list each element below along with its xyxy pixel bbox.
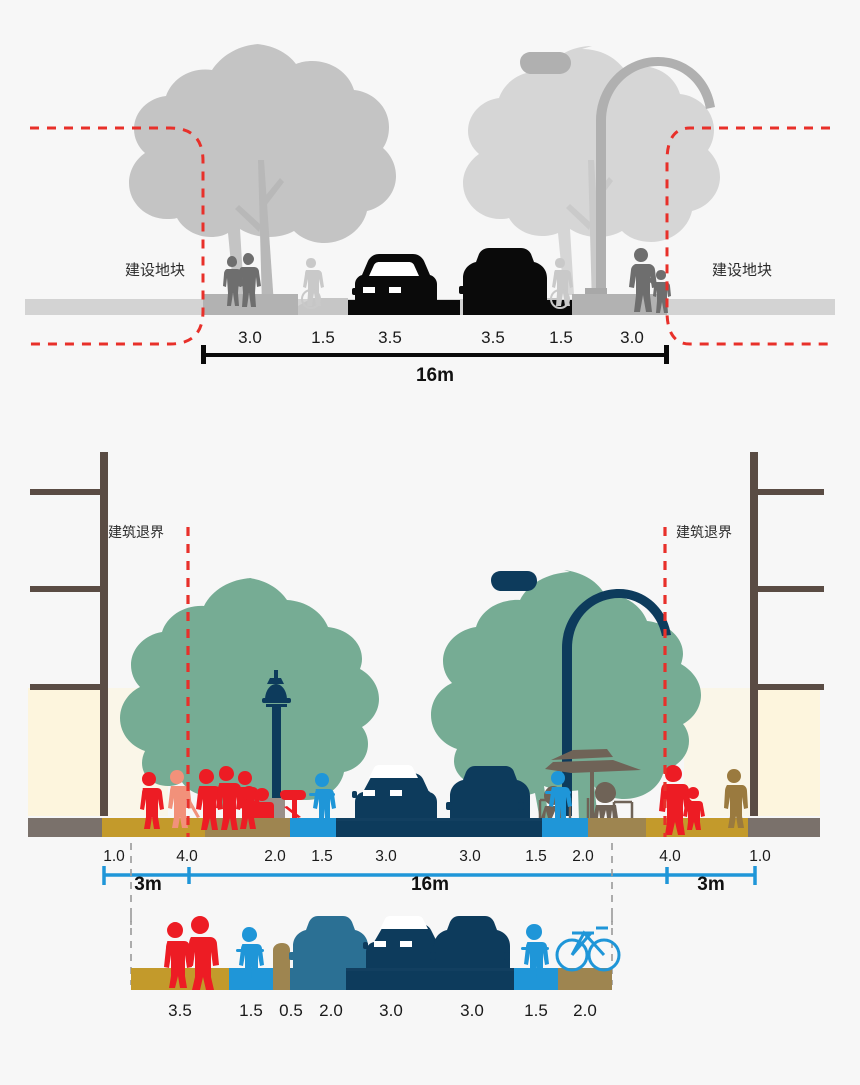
top-label-right-plot: 建设地块 (712, 261, 772, 279)
top-dim-label-0: 3.0 (238, 328, 262, 347)
top-section: 3.0 1.5 3.5 3.5 1.5 3.0 16m 建设地块 建设地块 (25, 44, 835, 386)
bottom-span-right-label: 3m (697, 874, 724, 895)
bottom-dim-label-5: 3.0 (459, 848, 481, 865)
top-cyclist-right (550, 258, 573, 309)
bottom-seated-people (242, 786, 306, 818)
bottom-car-right (446, 766, 530, 818)
top-label-left-plot: 建设地块 (125, 261, 185, 279)
band-traffic-right (439, 818, 542, 837)
bottom-label-left-setback: 建筑退界 (108, 525, 164, 541)
bottom-dim-label-7: 2.0 (572, 848, 594, 865)
top-cyclist-left (301, 258, 324, 309)
bottom-section: 建筑退界 建筑退界 1.0 4.0 2.0 1.5 3.0 3.0 1.5 2.… (28, 452, 824, 925)
top-roadway-right (463, 300, 572, 315)
detail-cyclist-left (236, 927, 264, 988)
detail-dim-label-6: 1.5 (524, 1001, 548, 1020)
bottom-dim-label-2: 2.0 (264, 848, 286, 865)
detail-dimension-labels: 3.5 1.5 0.5 2.0 3.0 3.0 1.5 2.0 (168, 1001, 597, 1020)
top-roadway-left (348, 300, 460, 315)
band-bikelane-right (542, 818, 588, 837)
band-furnishing-left (205, 818, 290, 837)
detail-bicycle-icon (555, 926, 621, 972)
detail-dim-label-7: 2.0 (573, 1001, 597, 1020)
bottom-dim-label-3: 1.5 (311, 848, 333, 865)
band-setback-left (28, 818, 102, 837)
bottom-span-left-label: 3m (134, 874, 161, 895)
building-left-fill (28, 688, 106, 816)
top-car-right (459, 248, 547, 300)
top-sidewalk-left (203, 294, 298, 315)
detail-dim-label-2: 0.5 (279, 1001, 303, 1020)
top-tree-right (463, 46, 720, 305)
top-dim-label-5: 3.0 (620, 328, 644, 347)
bottom-pedestrian-group-right (659, 765, 705, 835)
band-bikelane-left (290, 818, 336, 837)
band-sidewalk-left (102, 818, 205, 837)
building-frame-right (750, 452, 824, 816)
detail-dim-label-4: 3.0 (379, 1001, 403, 1020)
building-frame-left (30, 452, 108, 816)
building-right-fill (752, 688, 820, 816)
detail-dim-label-3: 2.0 (319, 1001, 343, 1020)
detail-dim-label-0: 3.5 (168, 1001, 192, 1020)
bottom-dim-label-0: 1.0 (103, 848, 125, 865)
top-dim-label-4: 1.5 (549, 328, 573, 347)
bottom-dim-label-8: 4.0 (659, 848, 681, 865)
top-setback-dashed-line (30, 126, 830, 346)
band-traffic-left (336, 818, 439, 837)
bottom-lamp-post-right (491, 571, 671, 816)
bottom-dimension-labels: 1.0 4.0 2.0 1.5 3.0 3.0 1.5 2.0 4.0 1.0 (103, 848, 771, 865)
detail-dim-label-1: 1.5 (239, 1001, 263, 1020)
top-total-label: 16m (416, 365, 454, 386)
band-setback-right (748, 818, 820, 837)
bottom-car-left (352, 765, 437, 818)
bottom-dim-label-9: 1.0 (749, 848, 771, 865)
bottom-dim-label-1: 4.0 (176, 848, 198, 865)
detail-dim-label-5: 3.0 (460, 1001, 484, 1020)
detail-bar-3 (290, 968, 346, 990)
top-dimension-labels: 3.0 1.5 3.5 3.5 1.5 3.0 (238, 328, 644, 347)
bottom-dim-label-6: 1.5 (525, 848, 547, 865)
top-dim-label-2: 3.5 (378, 328, 402, 347)
detail-bar-5 (430, 968, 514, 990)
top-pedestrian-group-left (223, 253, 261, 307)
detail-bar-4 (346, 968, 430, 990)
detail-strip: 3.5 1.5 0.5 2.0 3.0 3.0 1.5 2.0 (130, 915, 621, 1020)
top-dim-label-3: 3.5 (481, 328, 505, 347)
detail-bar-2 (273, 968, 290, 990)
detail-cyclist-right (521, 924, 549, 988)
detail-bar-7 (558, 968, 612, 990)
bottom-label-right-setback: 建筑退界 (676, 525, 732, 541)
bottom-lamp-post-left (262, 670, 291, 816)
bottom-dimension-line (102, 866, 757, 885)
top-total-dimension-bar: 16m (201, 345, 669, 386)
bottom-dim-label-4: 3.0 (375, 848, 397, 865)
top-dim-label-1: 1.5 (311, 328, 335, 347)
top-car-left (352, 254, 437, 300)
bottom-span-center-label: 16m (411, 874, 449, 895)
bottom-pedestrian-far-right (724, 769, 748, 828)
bottom-cyclist-right (545, 771, 572, 818)
detail-buffer-stub (273, 943, 290, 968)
bottom-cyclist-left (309, 773, 336, 818)
band-furnishing-right (588, 818, 646, 837)
top-sidewalk-right (572, 294, 667, 315)
detail-pedestrians (164, 916, 219, 990)
bottom-guide-lines (130, 843, 613, 925)
top-tree-left (129, 44, 396, 305)
bottom-lane-color-band (28, 818, 820, 837)
detail-suv-car (430, 916, 510, 968)
